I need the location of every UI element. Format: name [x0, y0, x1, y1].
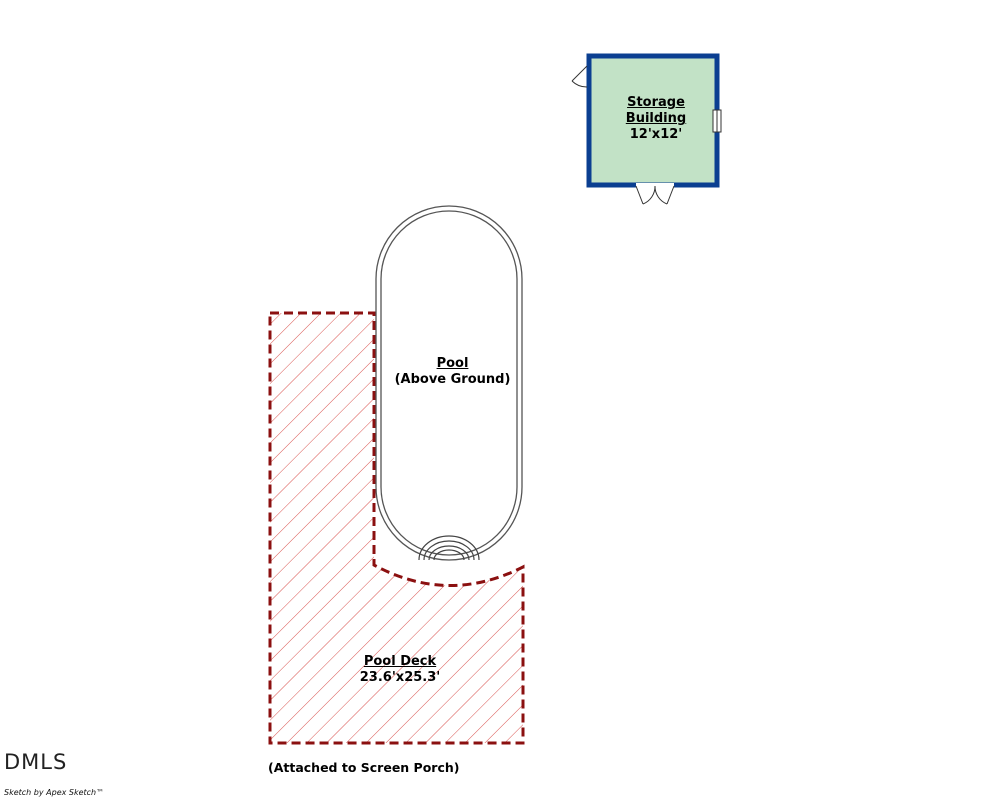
sketch-credit: Sketch by Apex Sketch™ [4, 788, 105, 797]
storage-name-line2: Building [625, 111, 687, 126]
pool-steps-icon [418, 535, 480, 561]
storage-name-line1: Storage [627, 95, 685, 110]
pool-outer-wall [375, 205, 523, 561]
pool-name: Pool [436, 356, 469, 371]
storage-dimensions: 12'x12' [629, 127, 683, 142]
pool-subtitle: (Above Ground) [394, 372, 511, 387]
pool-deck-label: Pool Deck 23.6'x25.3' [330, 654, 470, 686]
attached-note: (Attached to Screen Porch) [268, 760, 460, 775]
storage-side-door-icon [571, 65, 588, 88]
pool-deck-name: Pool Deck [363, 654, 437, 669]
pool-label: Pool (Above Ground) [380, 356, 525, 388]
pool-inner-wall [380, 210, 518, 556]
dmls-logo: DMLS [4, 750, 68, 774]
pool-deck-dimensions: 23.6'x25.3' [359, 670, 441, 685]
pool-deck-area [268, 311, 525, 745]
storage-building-label: Storage Building 12'x12' [595, 95, 717, 143]
storage-double-door-icon [635, 183, 675, 205]
